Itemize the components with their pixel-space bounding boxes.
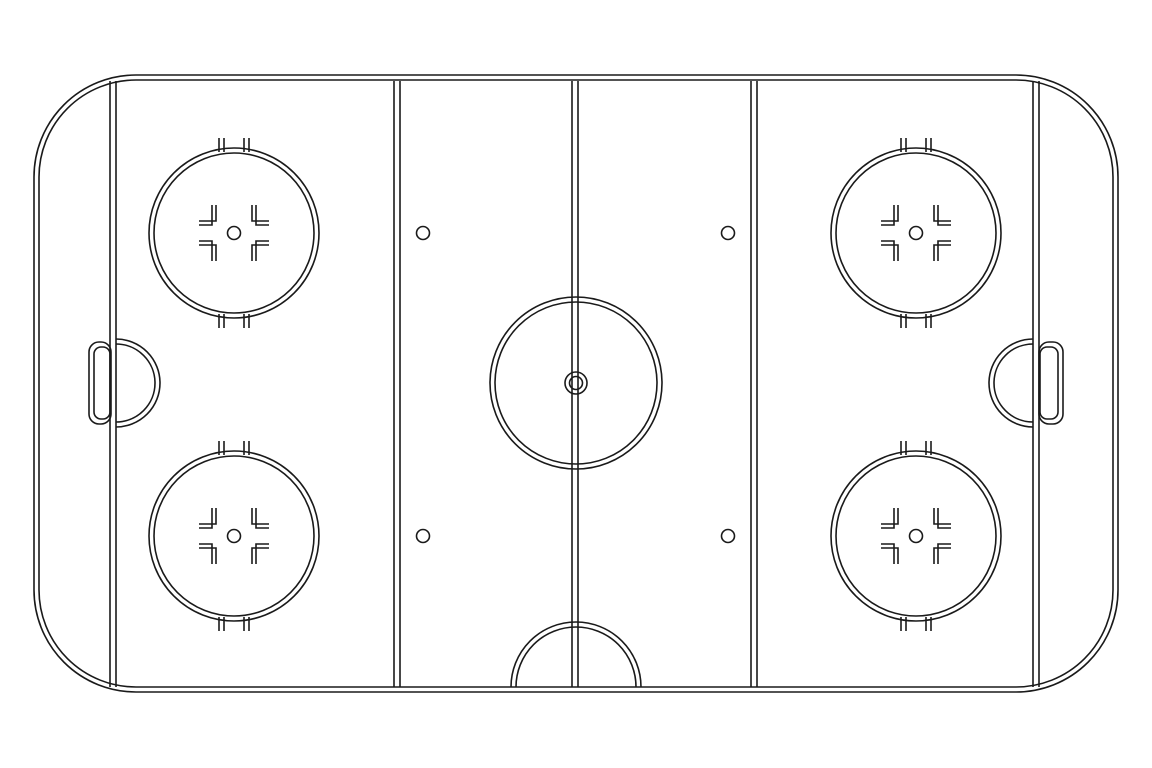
center-circle-outer xyxy=(489,296,663,470)
l-marker-stroke xyxy=(881,547,899,564)
l-marker-stroke xyxy=(933,547,951,564)
l-marker-stroke xyxy=(881,205,895,226)
faceoff-circle-inner xyxy=(153,152,315,314)
l-marker-stroke xyxy=(937,543,951,564)
neutral-zone-dot xyxy=(720,528,736,544)
goal-crease-inner xyxy=(993,343,1034,423)
left-blue-line xyxy=(393,81,401,687)
center-dot-inner xyxy=(568,375,584,391)
l-marker-stroke xyxy=(199,508,213,529)
faceoff-circle-outer xyxy=(830,450,1002,622)
right-blue-line xyxy=(750,81,758,687)
neutral-zone-dot xyxy=(415,225,431,241)
goal-crease-outer xyxy=(115,338,161,428)
faceoff-circle-top-right xyxy=(830,138,1002,328)
l-marker-stroke xyxy=(881,205,899,222)
faceoff-circle-inner xyxy=(153,455,315,617)
l-marker-stroke xyxy=(199,244,217,261)
neutral-zone-dot xyxy=(415,528,431,544)
l-marker-stroke xyxy=(255,240,269,261)
left-goal-crease xyxy=(115,338,161,428)
referee-crease xyxy=(510,621,642,688)
faceoff-dot xyxy=(908,528,924,544)
l-marker-stroke xyxy=(199,547,217,564)
center-dot-outer xyxy=(564,371,588,395)
referee-crease-inner xyxy=(515,626,637,688)
faceoff-circle-inner xyxy=(835,455,997,617)
l-marker-stroke xyxy=(255,508,269,529)
faceoff-circle-outer xyxy=(830,147,1002,319)
center-faceoff-circle xyxy=(489,296,663,470)
faceoff-dot xyxy=(908,225,924,241)
right-goal-net xyxy=(1038,341,1064,425)
rink-boards xyxy=(33,74,1119,693)
l-marker-stroke xyxy=(199,205,213,226)
neutral-zone-dot xyxy=(720,528,736,544)
l-marker-stroke xyxy=(251,244,269,261)
l-marker-stroke xyxy=(199,543,213,564)
l-marker-stroke xyxy=(881,508,895,529)
l-marker-stroke xyxy=(881,508,899,525)
l-marker-stroke xyxy=(937,205,951,226)
l-marker-stroke xyxy=(937,508,951,529)
l-marker-stroke xyxy=(933,508,951,525)
faceoff-circle-outer xyxy=(148,450,320,622)
l-marker-stroke xyxy=(255,205,269,226)
l-marker-stroke xyxy=(199,205,217,222)
boards-inner xyxy=(38,79,1114,688)
goal-net-outer xyxy=(1038,341,1064,425)
l-marker-stroke xyxy=(881,543,895,564)
boards-outer xyxy=(33,74,1119,693)
l-marker-stroke xyxy=(881,240,895,261)
neutral-zone-dot xyxy=(720,225,736,241)
center-line xyxy=(571,81,579,687)
faceoff-circle-bottom-left xyxy=(148,441,320,631)
l-marker-stroke xyxy=(251,547,269,564)
goal-net-inner xyxy=(93,346,111,420)
l-marker-stroke xyxy=(881,244,899,261)
faceoff-circle-inner xyxy=(835,152,997,314)
goal-crease-inner xyxy=(115,343,156,423)
neutral-zone-dot xyxy=(720,225,736,241)
l-marker-stroke xyxy=(251,508,269,525)
l-marker-stroke xyxy=(933,205,951,222)
neutral-zone-dot xyxy=(415,528,431,544)
faceoff-circle-outer xyxy=(148,147,320,319)
faceoff-circle-top-left xyxy=(148,138,320,328)
goal-net-inner xyxy=(1039,346,1059,420)
neutral-zone-dot xyxy=(415,225,431,241)
left-goal-net xyxy=(88,341,112,425)
faceoff-dot xyxy=(226,528,242,544)
faceoff-dot xyxy=(226,225,242,241)
l-marker-stroke xyxy=(937,240,951,261)
l-marker-stroke xyxy=(255,543,269,564)
center-circle-inner xyxy=(494,301,658,465)
l-marker-stroke xyxy=(251,205,269,222)
l-marker-stroke xyxy=(933,244,951,261)
goal-crease-outer xyxy=(988,338,1034,428)
goal-net-outer xyxy=(88,341,112,425)
right-goal-crease xyxy=(988,338,1034,428)
l-marker-stroke xyxy=(199,240,213,261)
l-marker-stroke xyxy=(199,508,217,525)
faceoff-circle-bottom-right xyxy=(830,441,1002,631)
referee-crease-outer xyxy=(510,621,642,688)
